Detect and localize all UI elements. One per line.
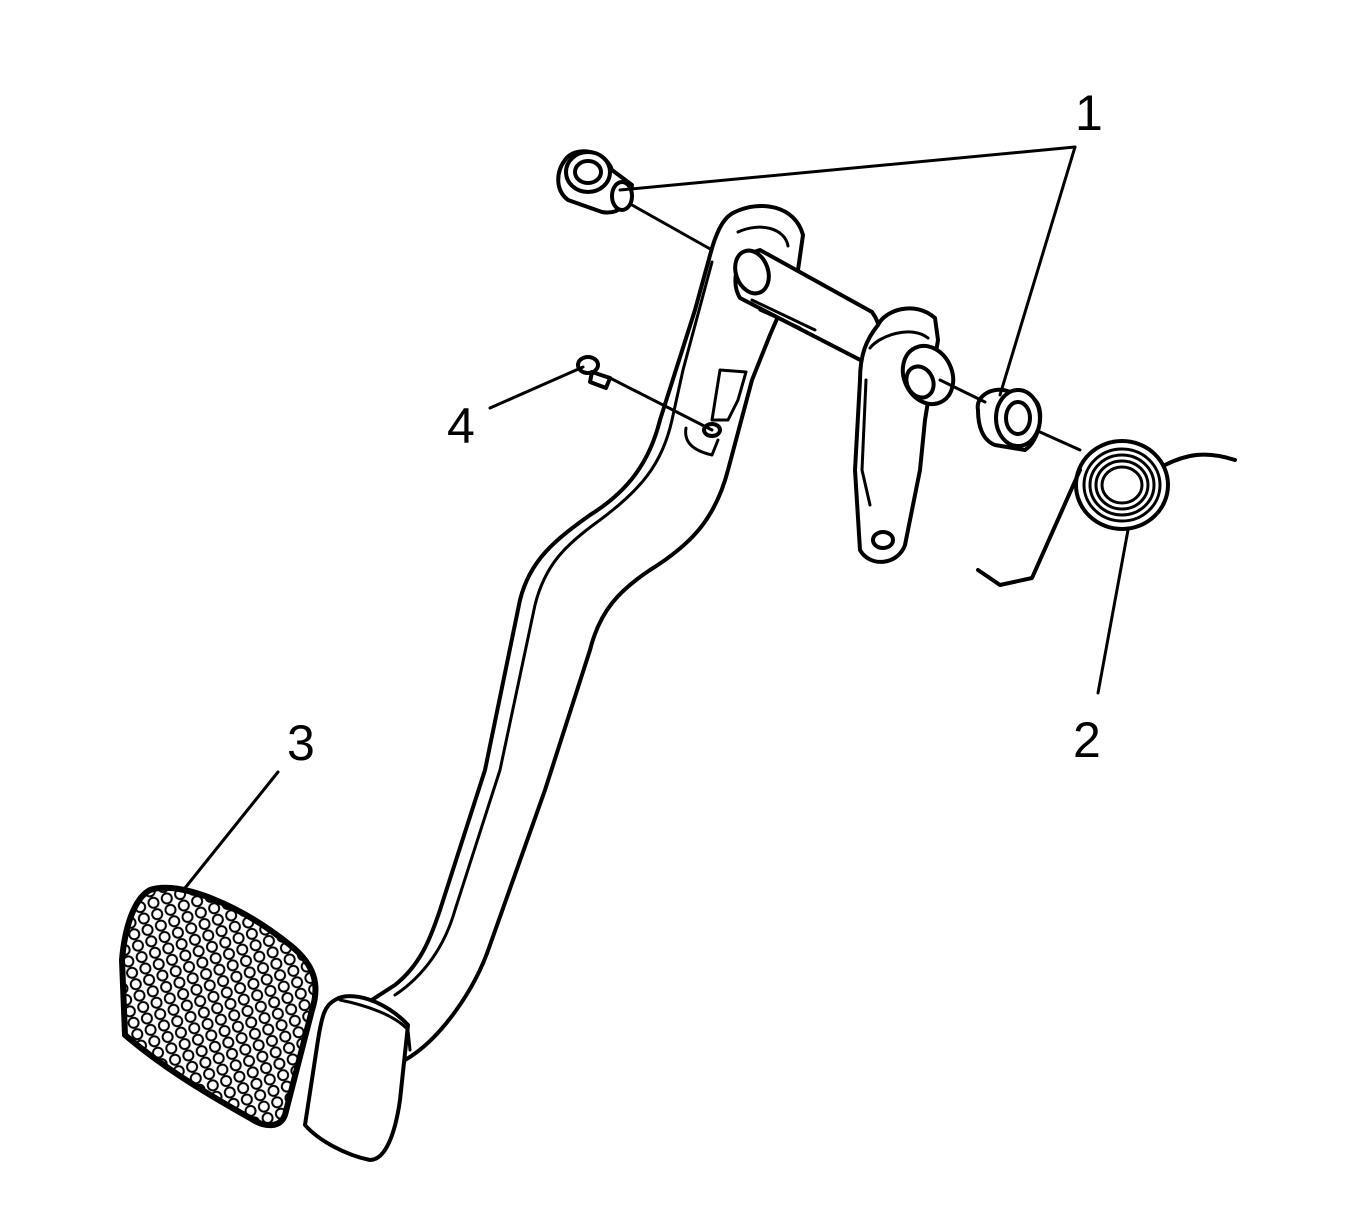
mounting-plate: [853, 306, 956, 564]
pivot-pin: [576, 355, 612, 390]
return-spring: [976, 439, 1237, 587]
bushing-left: [556, 149, 634, 215]
callout-label-3: 3: [287, 715, 315, 771]
pedal-pad-cover: [119, 884, 319, 1129]
bushing-right: [975, 387, 1043, 452]
callout-label-4: 4: [447, 398, 475, 454]
callout-label-2: 2: [1073, 712, 1101, 768]
pedal-pad-installed: [303, 994, 412, 1162]
pedal-arm: [323, 204, 805, 1102]
callout-labels: 1 2 3 4: [287, 85, 1103, 771]
leader-lines: [183, 145, 1130, 890]
callout-label-1: 1: [1075, 85, 1103, 141]
